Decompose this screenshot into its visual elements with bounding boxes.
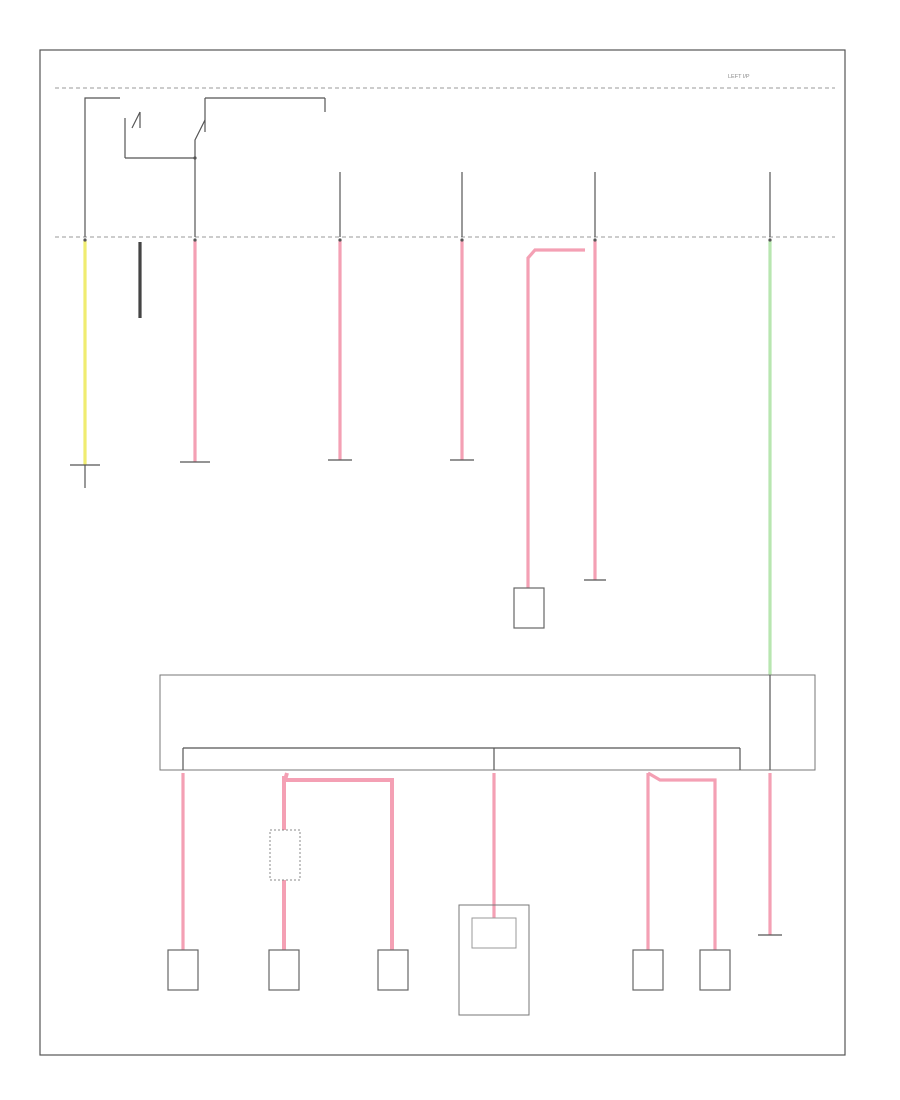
- pink-wire-7: [282, 772, 394, 950]
- header-line-1: LEFT I/P: [728, 74, 750, 80]
- component-box-3: [268, 949, 300, 991]
- module-box: [159, 674, 816, 771]
- component-box-5-inner: [471, 917, 517, 949]
- component-box-4: [377, 949, 409, 991]
- pink-wire-10: [647, 771, 717, 950]
- component-box-5: [458, 904, 530, 1016]
- splice-connector: [70, 464, 100, 488]
- ignition-switch-symbol: [84, 97, 326, 237]
- component-box-7: [699, 949, 731, 991]
- pink-wire-4: [526, 248, 585, 588]
- connector-block: [269, 829, 301, 881]
- component-box-2: [167, 949, 199, 991]
- component-box-1: [513, 587, 545, 629]
- component-box-6: [632, 949, 664, 991]
- diagram-frame: [39, 49, 846, 1056]
